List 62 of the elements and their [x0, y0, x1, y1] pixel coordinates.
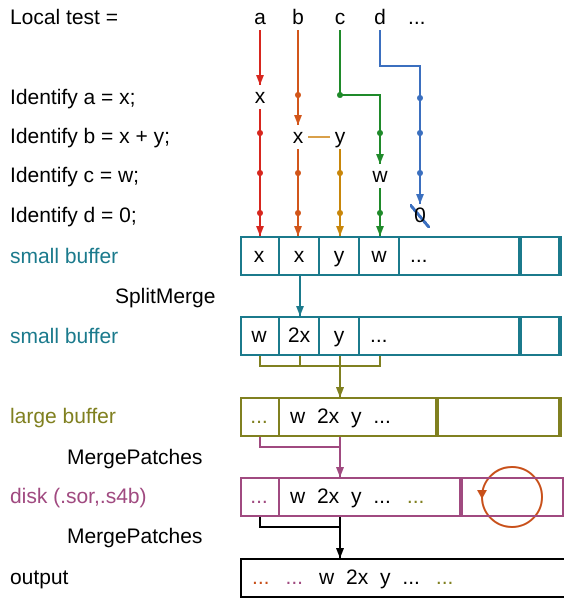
arrow [339, 30, 384, 164]
disk-cell: ... [240, 477, 280, 517]
variable-label: d [370, 6, 390, 30]
buffer-cell: w 2x y ... [280, 397, 437, 437]
variable-label: b [288, 6, 308, 30]
arrow [256, 109, 264, 236]
arrow [296, 276, 304, 316]
buffer-cell [437, 397, 562, 437]
arrow [294, 30, 302, 125]
arrow [336, 356, 381, 397]
code-line: Identify d = 0; [10, 204, 137, 228]
variable-label: a [250, 6, 270, 30]
term-label: w [369, 164, 391, 188]
step-label: MergePatches [67, 446, 202, 470]
term-text: ... [252, 566, 270, 590]
buffer-cell: w [240, 316, 280, 356]
arrow [379, 30, 424, 204]
buffer-bar [240, 397, 560, 437]
connector-line [308, 136, 330, 138]
term-text: ... [406, 485, 424, 509]
term-label: x [288, 125, 308, 149]
buffer-cell: ... [240, 397, 280, 437]
buffer-bar [240, 236, 560, 276]
row-label: small buffer [10, 325, 118, 349]
arrow [376, 188, 384, 236]
buffer-cell: y [320, 236, 360, 276]
code-line: Identify b = x + y; [10, 125, 170, 149]
disk-bar [240, 477, 564, 517]
code-line: Local test = [10, 6, 118, 30]
buffer-cell: x [240, 236, 280, 276]
buffer-cell [520, 236, 562, 276]
term-label: x [250, 85, 270, 109]
buffer-bar [240, 316, 560, 356]
arrow [294, 149, 302, 236]
step-label: SplitMerge [115, 285, 216, 309]
ellipsis-label: ... [408, 6, 426, 30]
term-text: w 2x y ... [319, 566, 420, 590]
term-label: y [330, 125, 350, 149]
term-text: w 2x y ... [290, 485, 391, 509]
disk-cell [461, 477, 564, 517]
buffer-cell: ... [400, 236, 520, 276]
buffer-cell: 2x [280, 316, 320, 356]
arrow [336, 149, 344, 236]
code-line: Identify c = w; [10, 164, 139, 188]
arrow [256, 30, 264, 85]
buffer-cell: x [280, 236, 320, 276]
row-label: large buffer [10, 405, 116, 429]
output-box [240, 558, 564, 598]
row-label: disk (.sor,.s4b) [10, 485, 147, 509]
row-label: output [10, 566, 68, 590]
arrow [336, 517, 344, 558]
term-text: ... [436, 566, 454, 590]
buffer-cell: y [320, 316, 360, 356]
variable-label: c [330, 6, 350, 30]
step-label: MergePatches [67, 525, 202, 549]
buffer-cell: ... [360, 316, 520, 356]
code-line: Identify a = x; [10, 86, 136, 110]
arrow [336, 437, 344, 477]
buffer-cell: w [360, 236, 400, 276]
row-label: small buffer [10, 245, 118, 269]
buffer-cell [520, 316, 562, 356]
term-text: ... [286, 566, 304, 590]
